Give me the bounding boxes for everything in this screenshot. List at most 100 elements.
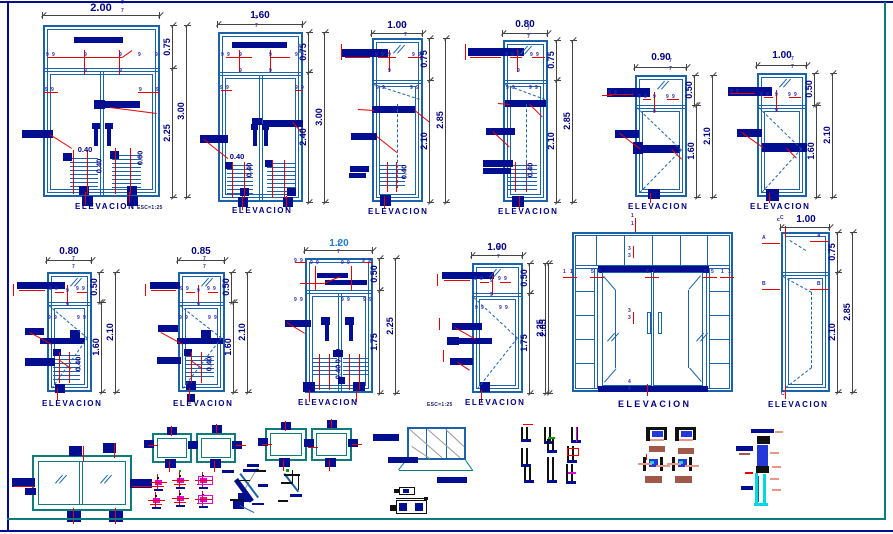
hardware-box: [198, 495, 213, 504]
jamb-side: [646, 430, 650, 441]
tick: [770, 478, 779, 480]
ref-marker: 9: [269, 52, 272, 58]
ref-marker: 9: [300, 297, 303, 303]
ref-marker: 9: [506, 85, 509, 91]
hardware-dot: [179, 470, 181, 472]
ref-marker: 9: [788, 92, 791, 98]
callout-bar: [607, 88, 650, 97]
door-leaf: [602, 272, 652, 386]
anchor-square: [380, 195, 391, 206]
callout-bar: [762, 143, 807, 152]
ref-marker: 9: [77, 315, 80, 321]
ref-marker: 9: [672, 94, 675, 100]
leader-line: [262, 444, 272, 445]
transom-line: [49, 305, 90, 306]
ref-marker: 9: [49, 286, 52, 292]
callout-bar: [94, 100, 105, 109]
dash: [290, 494, 302, 497]
hardware-base: [199, 506, 208, 508]
leader-line: [532, 57, 545, 58]
ref-marker: 9: [207, 286, 210, 292]
leader-line: [14, 486, 34, 487]
door-frame-inner: [182, 276, 221, 388]
ref-marker: 9: [490, 278, 493, 284]
ref-marker: 9: [239, 52, 242, 58]
sill-cyan: [679, 461, 683, 464]
transom-line: [180, 302, 223, 303]
leader-line: [208, 292, 218, 293]
door-frame-inner: [507, 44, 544, 198]
anchor-square: [127, 186, 137, 195]
ref-marker: 6: [653, 269, 656, 275]
anchor-square: [333, 350, 343, 357]
anchor-square: [480, 382, 490, 392]
ref-marker: C: [780, 215, 784, 221]
anchor-square: [55, 384, 65, 393]
anchor-square: [287, 188, 296, 196]
leader-line: [83, 446, 84, 461]
anchor-square: [225, 162, 233, 169]
dim-line: [781, 227, 830, 228]
transom-line: [637, 105, 685, 106]
dash: [739, 453, 750, 455]
door-frame-inner: [376, 42, 419, 198]
callout-bar: [25, 328, 44, 335]
step: [281, 482, 293, 484]
hardware-dot: [179, 493, 181, 495]
ref-marker: 9: [653, 109, 656, 115]
elevation-title: ELEVACION: [368, 207, 429, 216]
ref-marker: 9: [388, 52, 391, 58]
axon-frame: [407, 427, 466, 460]
ref-marker: 9: [82, 286, 85, 292]
tick: [775, 431, 783, 433]
leader-line: [19, 290, 45, 291]
ref-marker: 7: [255, 15, 258, 21]
ref-marker: A: [762, 235, 766, 241]
ref-marker: C: [781, 391, 785, 397]
callout-bar: [388, 457, 418, 463]
transom-line: [783, 275, 828, 276]
callout-bar: [74, 37, 123, 43]
ref-marker: 9: [653, 94, 656, 100]
anchor-square: [201, 330, 211, 338]
ref-marker: 9: [239, 68, 242, 74]
ref-marker: 9: [368, 258, 371, 264]
width-dim-label: 1.00: [487, 242, 507, 253]
jamb-glass: [652, 431, 663, 437]
ref-marker: 9: [517, 52, 520, 58]
leader-line: [216, 424, 217, 434]
door-frame-outer: [43, 25, 160, 197]
callout-bar: [486, 128, 515, 135]
door-frame-inner: [47, 29, 156, 193]
ref-marker: 9: [54, 315, 57, 321]
side-panel-rung: [710, 291, 729, 292]
leader-line: [762, 289, 780, 290]
section-dash: [521, 439, 531, 442]
elevation-title: ELEVACION: [42, 399, 103, 408]
hardware-cross: [195, 499, 212, 500]
ref-marker: 9: [775, 108, 778, 114]
section-dash: [544, 441, 554, 444]
sheet-border-right: [884, 2, 886, 520]
anchor-square: [79, 186, 89, 195]
transom-line: [474, 293, 521, 294]
ref-marker: 9: [775, 92, 778, 98]
callout-bar: [264, 130, 268, 146]
callout-bar: [350, 166, 369, 172]
dim-line: [178, 260, 225, 261]
width-dim-label: 0.80: [59, 246, 79, 257]
anchor-square: [338, 377, 345, 384]
anchor-square: [184, 349, 192, 356]
hw-box: [396, 500, 427, 514]
leader-line: [764, 97, 773, 98]
leader-line: [55, 292, 64, 293]
jamb-top: [675, 427, 696, 430]
ref-marker: 9: [51, 87, 54, 93]
ref-marker: 9: [156, 87, 159, 93]
ref-marker: 5: [591, 269, 594, 275]
callout-bar: [285, 320, 311, 327]
sill-block: [675, 476, 692, 483]
ref-marker: 9: [504, 276, 507, 282]
leader-line: [48, 57, 122, 58]
